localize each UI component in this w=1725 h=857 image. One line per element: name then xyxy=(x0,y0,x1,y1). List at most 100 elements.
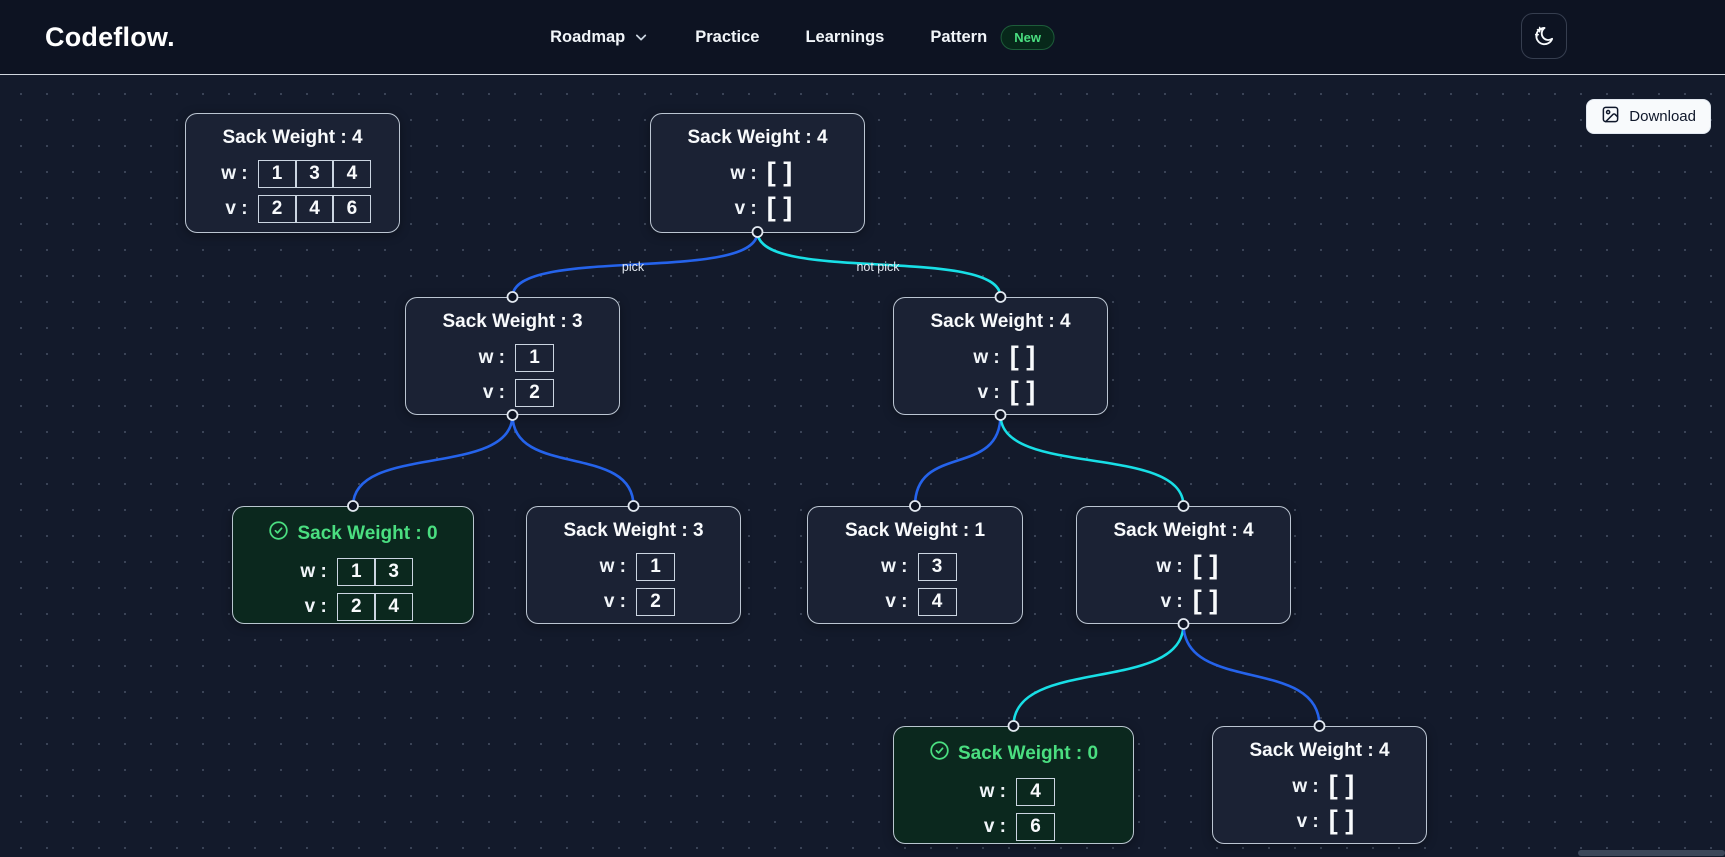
edge-pick xyxy=(1182,623,1321,727)
weights-row: w : 1 xyxy=(406,344,619,372)
download-button[interactable]: Download xyxy=(1586,99,1711,134)
w-label: w : xyxy=(730,163,757,184)
empty-array: [ ] xyxy=(1192,550,1219,580)
nav-item-roadmap[interactable]: Roadmap xyxy=(550,28,649,47)
node-title: Sack Weight : 0 xyxy=(233,520,473,547)
check-circle-icon xyxy=(268,520,289,547)
nav-item-label: Roadmap xyxy=(550,27,626,46)
values-row: v : [ ] xyxy=(1077,585,1290,616)
values-row: v : 2 4 xyxy=(233,593,473,621)
w-label: w : xyxy=(478,347,505,368)
empty-array: [ ] xyxy=(1009,341,1036,371)
tree-node-l3-sw4[interactable]: Sack Weight : 4 w : [ ] v : [ ] xyxy=(1076,506,1291,624)
image-icon xyxy=(1601,105,1620,128)
nav-item-practice[interactable]: Practice xyxy=(695,28,759,47)
horizontal-scrollbar[interactable] xyxy=(1578,850,1725,856)
tree-node-root[interactable]: Sack Weight : 4 w : [ ] v : [ ] xyxy=(650,113,865,233)
weights-row: w : [ ] xyxy=(1213,770,1426,801)
empty-array: [ ] xyxy=(1328,805,1355,835)
w-cell: 4 xyxy=(1016,778,1055,806)
values-row: v : [ ] xyxy=(1213,805,1426,836)
nav-item-learnings[interactable]: Learnings xyxy=(805,28,884,47)
weights-row: w : 1 3 4 xyxy=(186,160,399,188)
edge-not-pick xyxy=(1012,623,1185,727)
values-row: v : 4 xyxy=(808,588,1022,616)
edge-pick xyxy=(511,231,759,298)
weights-row: w : 1 xyxy=(527,553,740,581)
v-cell: 2 xyxy=(257,195,297,223)
tree-node-l3-sw3[interactable]: Sack Weight : 3 w : 1 v : 2 xyxy=(526,506,741,624)
v-label: v : xyxy=(734,198,757,219)
w-label: w : xyxy=(599,556,626,577)
moon-stars-icon xyxy=(1531,22,1557,51)
node-title: Sack Weight : 4 xyxy=(930,311,1071,332)
v-label: v : xyxy=(482,382,505,403)
w-cell: 1 xyxy=(636,553,675,581)
navbar: Codeflow. Roadmap Practice Learnings Pat… xyxy=(0,0,1725,75)
node-title: Sack Weight : 4 xyxy=(687,127,828,148)
node-title: Sack Weight : 3 xyxy=(442,311,583,332)
nav-menu: Roadmap Practice Learnings Pattern New xyxy=(550,24,1055,50)
new-badge: New xyxy=(1000,24,1055,50)
v-cell: 4 xyxy=(917,588,957,616)
tree-node-l2-right[interactable]: Sack Weight : 4 w : [ ] v : [ ] xyxy=(893,297,1108,415)
w-cell: 1 xyxy=(515,344,554,372)
empty-array: [ ] xyxy=(1192,585,1219,615)
empty-array: [ ] xyxy=(1328,770,1355,800)
w-cell: 3 xyxy=(295,160,334,188)
empty-array: [ ] xyxy=(766,192,793,222)
nav-item-pattern[interactable]: Pattern New xyxy=(930,24,1055,50)
edge-label-pick: pick xyxy=(622,260,645,274)
values-row: v : 2 xyxy=(406,379,619,407)
w-cell: 3 xyxy=(374,558,414,586)
node-title-text: Sack Weight : 0 xyxy=(957,742,1099,764)
v-label: v : xyxy=(225,198,248,219)
node-title: Sack Weight : 0 xyxy=(894,740,1133,767)
node-title: Sack Weight : 4 xyxy=(222,127,363,148)
app-logo[interactable]: Codeflow. xyxy=(45,21,175,52)
theme-toggle-button[interactable] xyxy=(1521,13,1567,59)
tree-node-l3-success[interactable]: Sack Weight : 0 w : 1 3 v : 2 4 xyxy=(232,506,474,624)
w-cell: 1 xyxy=(336,558,376,586)
v-cell: 6 xyxy=(1016,813,1055,841)
w-label: w : xyxy=(881,556,908,577)
empty-array: [ ] xyxy=(766,157,793,187)
tree-node-l2-left[interactable]: Sack Weight : 3 w : 1 v : 2 xyxy=(405,297,620,415)
node-title: Sack Weight : 4 xyxy=(1249,740,1390,761)
flow-canvas[interactable]: Download Sack Weight : 4 w : 1 3 4 v : 2… xyxy=(0,75,1725,857)
values-row: v : [ ] xyxy=(894,377,1107,407)
w-cell: 4 xyxy=(332,160,372,188)
w-label: w : xyxy=(300,561,327,582)
w-label: w : xyxy=(979,781,1006,802)
w-label: w : xyxy=(973,347,1000,368)
values-row: v : 6 xyxy=(894,813,1133,841)
edge-label-not-pick: not pick xyxy=(856,260,900,274)
tree-node-l3-sw1[interactable]: Sack Weight : 1 w : 3 v : 4 xyxy=(807,506,1023,624)
weights-row: w : 3 xyxy=(808,553,1022,581)
node-title-text: Sack Weight : 0 xyxy=(297,522,438,544)
edge-not-pick xyxy=(999,414,1185,507)
nav-item-label: Pattern xyxy=(930,27,988,46)
edge-pick xyxy=(913,414,1002,507)
v-cell: 2 xyxy=(336,593,376,621)
values-row: v : 2 4 6 xyxy=(186,195,399,223)
v-cell: 6 xyxy=(332,195,372,223)
w-label: w : xyxy=(1156,556,1183,577)
v-label: v : xyxy=(1160,591,1183,612)
weights-row: w : 1 3 xyxy=(233,558,473,586)
v-label: v : xyxy=(304,596,327,617)
v-cell: 4 xyxy=(374,593,414,621)
w-cell: 1 xyxy=(257,160,297,188)
tree-node-items[interactable]: Sack Weight : 4 w : 1 3 4 v : 2 4 6 xyxy=(185,113,400,233)
nav-item-label: Learnings xyxy=(805,27,885,46)
tree-node-l4-sw4[interactable]: Sack Weight : 4 w : [ ] v : [ ] xyxy=(1212,726,1427,844)
node-title: Sack Weight : 4 xyxy=(1113,520,1254,541)
v-cell: 2 xyxy=(515,379,554,407)
w-label: w : xyxy=(1292,776,1319,797)
weights-row: w : [ ] xyxy=(894,341,1107,372)
node-title: Sack Weight : 1 xyxy=(844,520,986,541)
v-label: v : xyxy=(885,591,908,612)
v-label: v : xyxy=(983,816,1006,837)
tree-node-l4-success[interactable]: Sack Weight : 0 w : 4 v : 6 xyxy=(893,726,1134,844)
download-label: Download xyxy=(1629,108,1696,125)
